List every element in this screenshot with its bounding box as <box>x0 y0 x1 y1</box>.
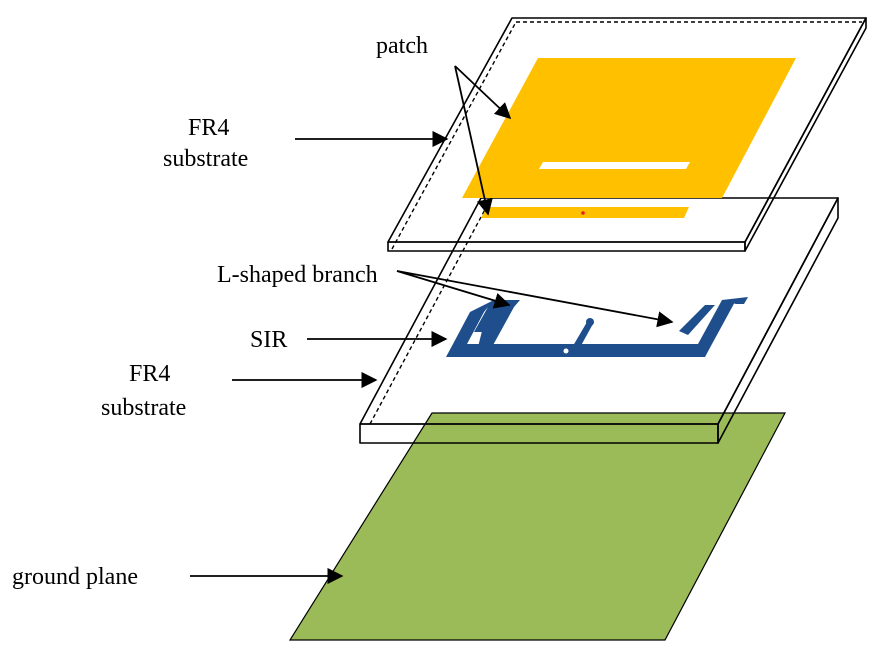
sir-feed-point <box>563 348 569 354</box>
label-fr4-bottom-line1: FR4 <box>129 361 170 387</box>
sir-resonator <box>446 297 748 357</box>
ground-plane-layer <box>288 412 786 641</box>
label-ground-plane: ground plane <box>12 564 138 590</box>
label-fr4-top-line2: substrate <box>163 146 248 172</box>
patch-feed-point <box>581 211 585 215</box>
l-branch-arrow-2 <box>396 270 674 328</box>
l-branch-arrow-1 <box>396 270 511 309</box>
patch-element <box>462 58 796 218</box>
label-fr4-top-line1: FR4 <box>188 115 229 141</box>
label-sir: SIR <box>250 327 287 353</box>
lower-fr4-substrate <box>359 197 839 444</box>
patch-slot <box>539 162 690 169</box>
label-l-shaped-branch: L-shaped branch <box>217 262 378 288</box>
label-fr4-bottom-line2: substrate <box>101 395 186 421</box>
label-patch: patch <box>376 33 428 59</box>
patch-arrow-2 <box>454 65 493 216</box>
upper-fr4-substrate <box>387 17 867 252</box>
patch-arrow-1 <box>454 65 512 120</box>
